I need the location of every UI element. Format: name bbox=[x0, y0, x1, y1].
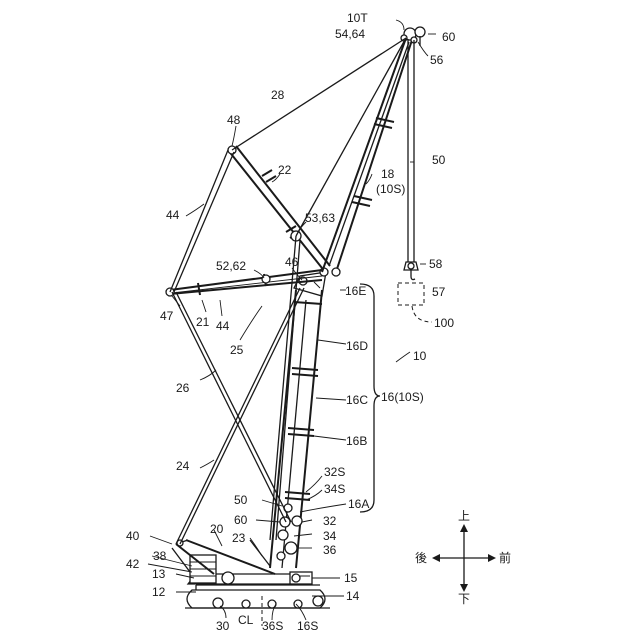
main-boom bbox=[270, 268, 328, 568]
label-42: 42 bbox=[126, 557, 140, 571]
lower-travelling-body bbox=[185, 585, 330, 608]
label-38: 38 bbox=[153, 549, 167, 563]
label-32S: 32S bbox=[324, 465, 345, 479]
label-36: 36 bbox=[323, 543, 337, 557]
label-16E: 16E bbox=[345, 284, 366, 298]
label-16-10S: 16(10S) bbox=[381, 390, 424, 404]
label-10: 10 bbox=[413, 349, 427, 363]
label-20: 20 bbox=[210, 522, 224, 536]
label-13: 13 bbox=[152, 567, 166, 581]
label-44-upper: 44 bbox=[166, 208, 180, 222]
label-34: 34 bbox=[323, 529, 337, 543]
arrow-up-icon bbox=[460, 524, 468, 532]
label-24: 24 bbox=[176, 459, 190, 473]
arrow-left-icon bbox=[432, 554, 440, 562]
label-32: 32 bbox=[323, 514, 337, 528]
label-30: 30 bbox=[216, 619, 230, 633]
label-14: 14 bbox=[346, 589, 360, 603]
label-57: 57 bbox=[432, 285, 446, 299]
label-60-lower: 60 bbox=[234, 513, 248, 527]
direction-front: 前 bbox=[499, 550, 511, 565]
load-leader bbox=[412, 306, 432, 322]
label-50-lower: 50 bbox=[234, 493, 248, 507]
label-47: 47 bbox=[160, 309, 174, 323]
label-18: 18 bbox=[381, 167, 395, 181]
label-26: 26 bbox=[176, 381, 190, 395]
direction-back: 後 bbox=[415, 551, 427, 565]
label-40: 40 bbox=[126, 529, 140, 543]
label-16B: 16B bbox=[346, 434, 367, 448]
label-22: 22 bbox=[278, 163, 292, 177]
label-50-top: 50 bbox=[432, 153, 446, 167]
leader-lines bbox=[148, 20, 436, 620]
label-44-lower: 44 bbox=[216, 319, 230, 333]
label-16A: 16A bbox=[348, 497, 369, 511]
arrow-right-icon bbox=[488, 554, 496, 562]
direction-down: 下 bbox=[458, 592, 470, 606]
label-58: 58 bbox=[429, 257, 443, 271]
label-16D: 16D bbox=[346, 339, 368, 353]
label-60-top: 60 bbox=[442, 30, 456, 44]
arrow-down-icon bbox=[460, 584, 468, 592]
luffing-jib bbox=[322, 38, 412, 276]
label-21: 21 bbox=[196, 315, 210, 329]
label-CL: CL bbox=[238, 613, 254, 627]
hook-block bbox=[404, 262, 418, 280]
label-25: 25 bbox=[230, 343, 244, 357]
label-53-63: 53,63 bbox=[305, 211, 335, 225]
direction-indicator: 上 下 後 前 bbox=[415, 509, 511, 606]
label-56: 56 bbox=[430, 53, 444, 67]
label-10S: (10S) bbox=[376, 182, 405, 196]
label-16C: 16C bbox=[346, 393, 368, 407]
label-23: 23 bbox=[232, 531, 246, 545]
label-52-62: 52,62 bbox=[216, 259, 246, 273]
label-10T: 10T bbox=[347, 11, 368, 25]
label-46: 46 bbox=[285, 255, 299, 269]
label-16S: 16S bbox=[297, 619, 318, 633]
label-100: 100 bbox=[434, 316, 454, 330]
reference-labels: 10T 54,64 60 56 28 50 48 22 18 (10S) 44 … bbox=[126, 11, 456, 633]
suspended-load bbox=[398, 283, 424, 305]
label-12: 12 bbox=[152, 585, 166, 599]
guy-lines bbox=[170, 38, 406, 566]
label-54-64: 54,64 bbox=[335, 27, 365, 41]
label-34S: 34S bbox=[324, 482, 345, 496]
direction-up: 上 bbox=[458, 509, 470, 523]
label-48: 48 bbox=[227, 113, 241, 127]
label-15: 15 bbox=[344, 571, 358, 585]
label-36S: 36S bbox=[262, 619, 283, 633]
hoist-rope bbox=[408, 36, 420, 262]
label-28: 28 bbox=[271, 88, 285, 102]
